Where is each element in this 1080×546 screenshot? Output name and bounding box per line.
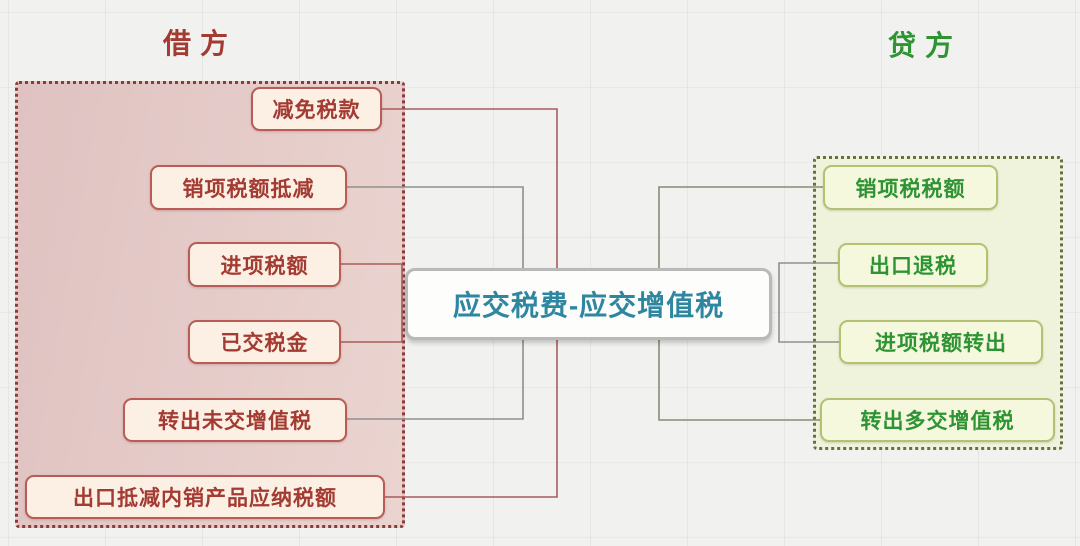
connector-transfer-overpaid-vat <box>658 339 820 421</box>
connector-tax-reduction <box>382 108 558 269</box>
debit-node-tax-paid: 已交税金 <box>188 320 341 364</box>
credit-side-title: 贷方 <box>888 30 963 61</box>
connector-export-offset <box>385 339 558 498</box>
credit-node-export-rebate: 出口退税 <box>838 243 988 287</box>
debit-node-input-tax: 进项税额 <box>188 242 341 287</box>
connector-output-tax-offset <box>347 186 524 269</box>
debit-node-tax-reduction: 减免税款 <box>251 87 382 131</box>
debit-side-title: 借方 <box>163 28 238 59</box>
connector-output-tax-amount <box>658 186 823 269</box>
connector-transfer-unpaid-vat <box>347 339 524 420</box>
connector-export-rebate-and-input-transfer <box>778 262 839 343</box>
connector-input-tax-and-tax-paid <box>341 263 403 343</box>
debit-group-container <box>15 81 405 528</box>
debit-node-transfer-unpaid-vat: 转出未交增值税 <box>123 398 347 442</box>
credit-node-input-tax-transfer-out: 进项税额转出 <box>839 320 1043 364</box>
center-node-vat-payable: 应交税费-应交增值税 <box>405 268 772 340</box>
credit-node-transfer-overpaid-vat: 转出多交增值税 <box>820 398 1055 442</box>
debit-node-output-tax-offset: 销项税额抵减 <box>150 165 347 210</box>
debit-node-export-offset-domestic: 出口抵减内销产品应纳税额 <box>25 475 385 519</box>
credit-node-output-tax-amount: 销项税税额 <box>823 165 998 210</box>
